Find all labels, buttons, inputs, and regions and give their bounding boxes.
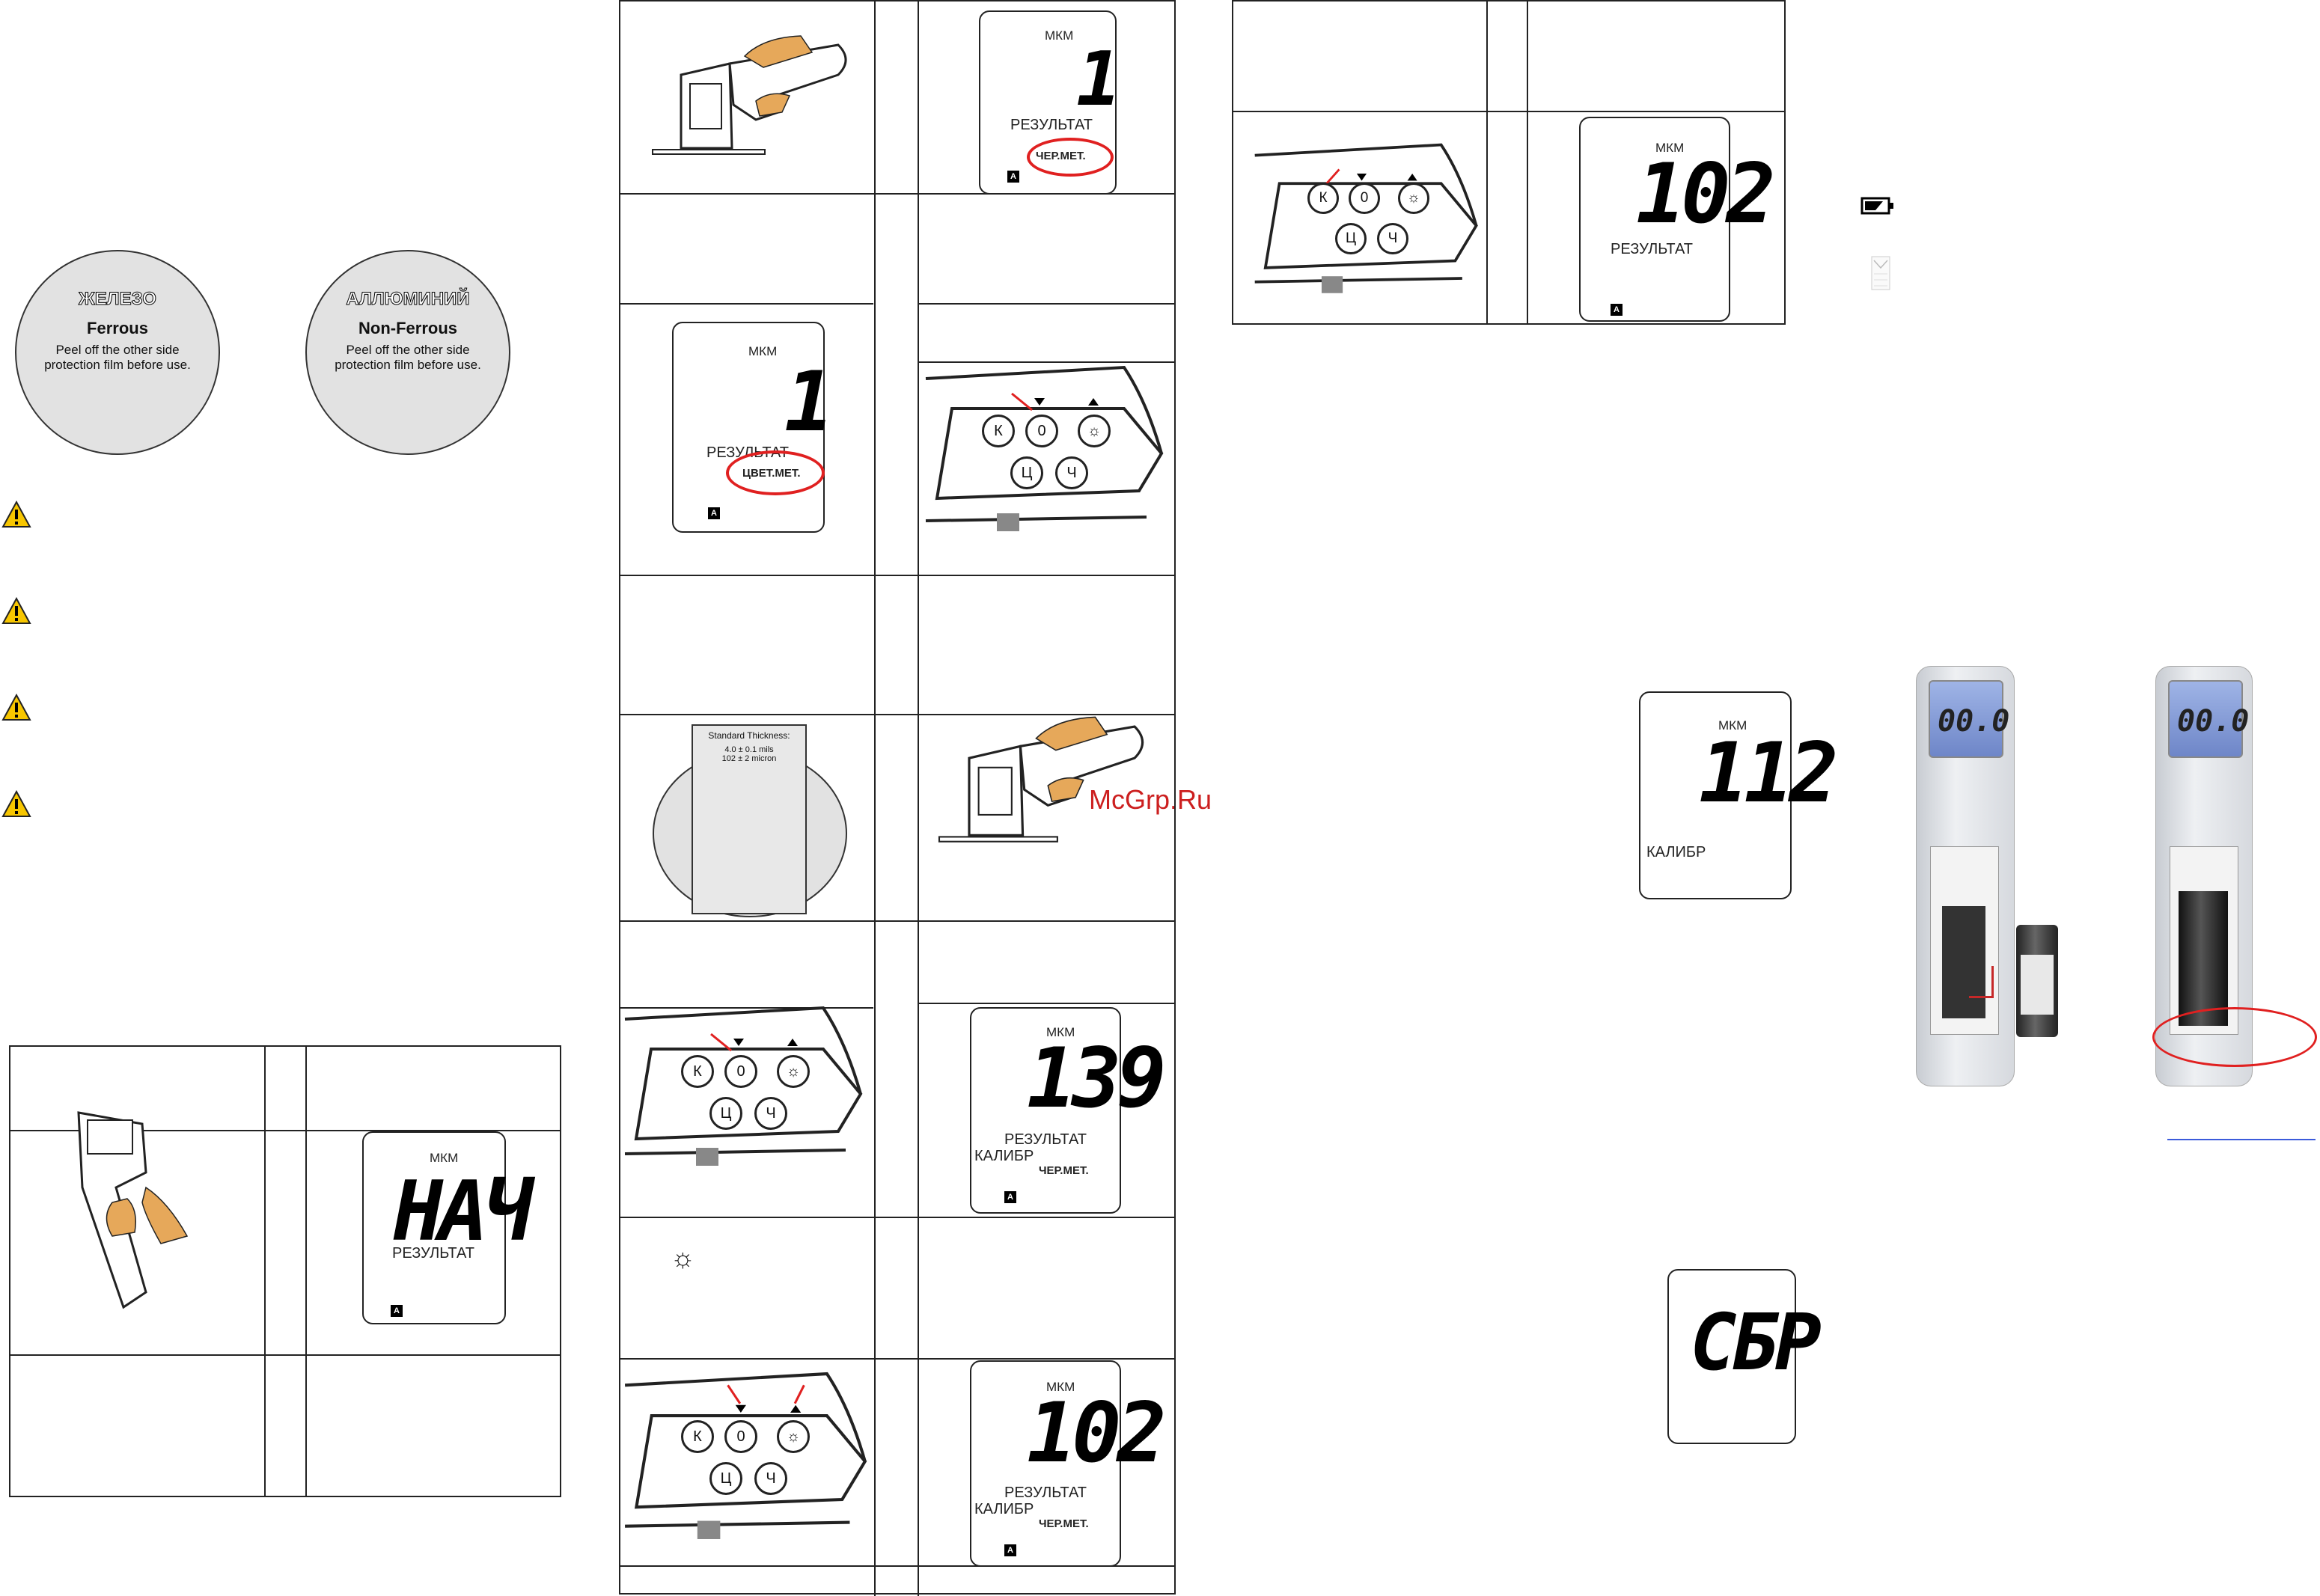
- standard-line2: 102 ± 2 micron: [721, 754, 777, 763]
- ferrous-line1: Peel off the other side: [55, 343, 180, 357]
- keypad-illustration: К 0 ☼ Ц Ч: [1251, 135, 1483, 307]
- key-zero: 0: [1025, 415, 1058, 447]
- lcd-mode: ЧЕР.МЕТ.: [1039, 1517, 1089, 1530]
- lcd-a-badge: A: [1004, 1544, 1016, 1556]
- keypad-illustration: К 0 ☼ Ц Ч: [621, 1004, 868, 1173]
- key-k: К: [1307, 183, 1339, 214]
- lcd-value: 1: [1076, 35, 1121, 123]
- lcd-calib-102: МКМ 102 РЕЗУЛЬТАТ КАЛИБР ЧЕР.МЕТ. A: [970, 1360, 1167, 1567]
- sun-icon: ☼: [671, 1242, 695, 1273]
- warning-icon: [1, 596, 31, 624]
- lcd-a-badge: A: [391, 1305, 403, 1317]
- lcd-calib-139: МКМ 139 РЕЗУЛЬТАТ КАЛИБР ЧЕР.МЕТ. A: [970, 1007, 1167, 1214]
- table-measure: [1232, 0, 1786, 325]
- key-backlight: ☼: [1398, 183, 1429, 214]
- key-zero: 0: [724, 1055, 757, 1088]
- warning-icon: [1, 693, 31, 721]
- lcd-unit: МКМ: [748, 344, 778, 358]
- lcd-unit: МКМ: [1655, 141, 1685, 155]
- nonferrous-title: АЛЛЮМИНИЙ: [346, 289, 470, 310]
- lcd-value: СБР: [1690, 1297, 1822, 1388]
- lcd-unit: МКМ: [1046, 1380, 1075, 1394]
- warning-icon: [1, 789, 31, 817]
- battery-photo: [2016, 925, 2058, 1037]
- lcd-calib-label: КАЛИБР: [974, 1148, 1034, 1164]
- lcd-calib-label: КАЛИБР: [1646, 844, 1706, 860]
- key-c: Ц: [1335, 223, 1367, 254]
- lcd-mode: ЧЕР.МЕТ.: [1039, 1164, 1089, 1177]
- lcd-calib-label: КАЛИБР: [974, 1501, 1034, 1517]
- lcd-result-label: РЕЗУЛЬТАТ: [1611, 241, 1693, 257]
- battery-low-icon: [1860, 197, 1893, 215]
- lcd-result-label: РЕЗУЛЬТАТ: [1004, 1131, 1087, 1148]
- ferrous-title: ЖЕЛЕЗО: [79, 289, 157, 310]
- photo-display: 00.0: [1938, 704, 2010, 739]
- table-start: [9, 1045, 561, 1497]
- lcd-value: 1: [784, 354, 834, 450]
- keypad-illustration: К 0 ☼ Ц Ч: [922, 364, 1169, 533]
- lcd-value: 112: [1699, 725, 1839, 821]
- table-calibration: [619, 0, 1176, 1595]
- nonferrous-line2: protection film before use.: [335, 358, 481, 372]
- lcd-start: МКМ НАЧ РЕЗУЛЬТАТ A: [362, 1131, 534, 1324]
- key-k: К: [982, 415, 1015, 447]
- lcd-unit: МКМ: [430, 1151, 459, 1165]
- standard-title: Standard Thickness:: [708, 730, 790, 741]
- standard-line1: 4.0 ± 0.1 mils: [724, 745, 774, 754]
- ferrous-line2: protection film before use.: [44, 358, 191, 372]
- lcd-unit: МКМ: [1045, 28, 1074, 43]
- lcd-nonferrous-1: МКМ 1 РЕЗУЛЬТАТ ЦВЕТ.МЕТ. A: [672, 322, 834, 533]
- ferrous-sub: Ferrous: [87, 319, 148, 337]
- key-ch: Ч: [1055, 456, 1088, 489]
- lcd-value: 102: [1636, 146, 1776, 242]
- key-k: К: [681, 1420, 714, 1453]
- highlight-circle: [2152, 1007, 2317, 1067]
- nonferrous-sub: Non-Ferrous: [358, 319, 457, 337]
- key-zero: 0: [724, 1420, 757, 1453]
- lcd-a-badge: A: [1004, 1191, 1016, 1203]
- highlight-circle: [1027, 138, 1114, 177]
- key-zero: 0: [1349, 183, 1380, 214]
- ferrous-disc: ЖЕЛЕЗО Ferrous Peel off the other side p…: [15, 250, 220, 455]
- highlight-circle: [726, 450, 825, 495]
- lcd-unit: МКМ: [1046, 1025, 1075, 1039]
- key-backlight: ☼: [777, 1420, 810, 1453]
- gauge-on-plate-illustration: [938, 716, 1144, 843]
- lcd-a-badge: A: [1007, 171, 1019, 183]
- lcd-value: 102: [1027, 1385, 1167, 1481]
- device-photo-open: 00.0: [1916, 666, 2015, 1086]
- gauge-on-plate-illustration: [652, 35, 847, 155]
- nonferrous-disc: АЛЛЮМИНИЙ Non-Ferrous Peel off the other…: [305, 250, 510, 455]
- lcd-a-badge: A: [708, 507, 720, 519]
- lcd-value: 139: [1027, 1030, 1167, 1126]
- document-icon: [1871, 256, 1890, 290]
- key-c: Ц: [1010, 456, 1043, 489]
- key-c: Ц: [709, 1097, 742, 1130]
- warning-icon: [1, 500, 31, 528]
- lcd-value: НАЧ: [394, 1164, 534, 1259]
- lcd-unit: МКМ: [1718, 718, 1747, 733]
- gauge-hand-illustration: [77, 1111, 189, 1309]
- key-ch: Ч: [1377, 223, 1408, 254]
- lcd-result-label: РЕЗУЛЬТАТ: [392, 1245, 474, 1262]
- key-ch: Ч: [754, 1462, 787, 1495]
- key-backlight: ☼: [777, 1055, 810, 1088]
- lcd-calib-112: МКМ 112 КАЛИБР: [1639, 691, 1839, 899]
- watermark: McGrp.Ru: [1089, 784, 1212, 815]
- key-ch: Ч: [754, 1097, 787, 1130]
- standard-film: Standard Thickness: 4.0 ± 0.1 mils 102 ±…: [692, 724, 807, 914]
- lcd-result-label: РЕЗУЛЬТАТ: [1004, 1485, 1087, 1501]
- link-underline: [2167, 1139, 2316, 1140]
- lcd-reset: СБР: [1667, 1269, 1822, 1444]
- key-backlight: ☼: [1078, 415, 1111, 447]
- photo-display: 00.0: [2177, 704, 2250, 739]
- keypad-illustration: К 0 ☼ Ц Ч: [621, 1369, 873, 1543]
- key-c: Ц: [709, 1462, 742, 1495]
- lcd-result-label: РЕЗУЛЬТАТ: [1010, 117, 1093, 133]
- nonferrous-line1: Peel off the other side: [346, 343, 470, 357]
- lcd-result-102: МКМ 102 РЕЗУЛЬТАТ A: [1579, 117, 1776, 322]
- key-k: К: [681, 1055, 714, 1088]
- lcd-a-badge: A: [1611, 304, 1623, 316]
